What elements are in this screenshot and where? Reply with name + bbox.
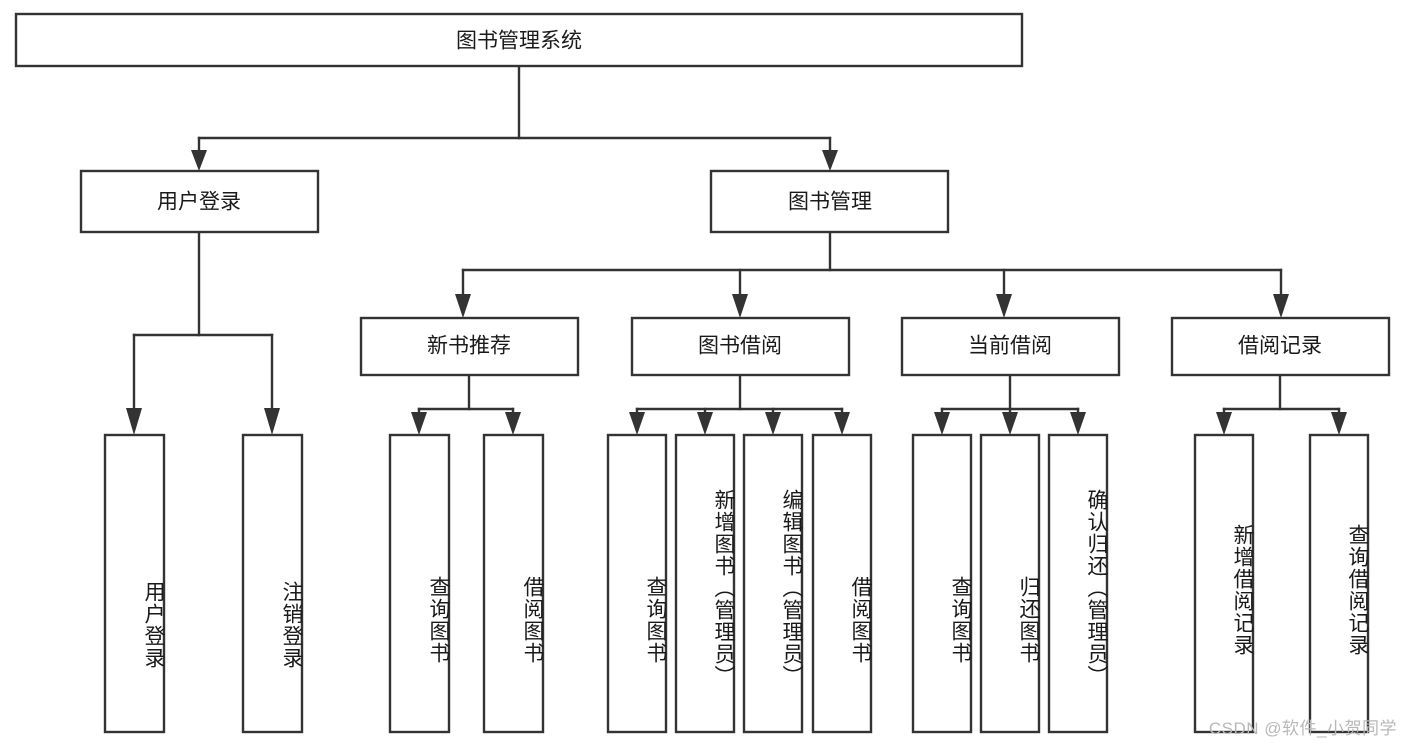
node-leaf-return-book[interactable] <box>979 433 1041 734</box>
node-leaf-add-record[interactable] <box>1193 433 1255 734</box>
arrowhead-leaf-query-book-3 <box>934 412 950 435</box>
arrowhead-user-login <box>191 150 207 171</box>
node-user-login[interactable] <box>79 169 320 234</box>
csdn-watermark: CSDN @软件_小贺同学 <box>1208 719 1397 738</box>
arrowhead-leaf-user-login <box>126 408 142 435</box>
node-leaf-query-record[interactable] <box>1308 433 1370 734</box>
arrowhead-leaf-query-book-1 <box>411 412 427 435</box>
arrowhead-book-manage <box>822 150 838 171</box>
node-leaf-borrow-book-2[interactable] <box>811 433 873 734</box>
arrowhead-leaf-confirm-return <box>1070 412 1086 435</box>
node-root[interactable] <box>14 12 1024 68</box>
node-new-book-rec[interactable] <box>359 316 580 377</box>
node-user-login-label: 用户登录 <box>157 191 241 214</box>
node-new-book-rec-label: 新书推荐 <box>427 335 511 358</box>
arrowhead-leaf-query-record <box>1331 412 1347 435</box>
arrowhead-leaf-edit-book <box>765 412 781 435</box>
arrowhead-book-borrow <box>732 294 748 318</box>
arrowhead-leaf-add-record <box>1216 412 1232 435</box>
node-leaf-borrow-book-1[interactable] <box>482 433 545 734</box>
node-root-label: 图书管理系统 <box>456 30 582 53</box>
node-borrow-record[interactable] <box>1170 316 1391 377</box>
node-leaf-add-book[interactable] <box>674 433 736 734</box>
node-borrow-record-label: 借阅记录 <box>1238 335 1322 358</box>
arrowhead-leaf-query-book-2 <box>629 412 645 435</box>
node-layer: 图书管理系统 用户登录 图书管理 新书推荐 图书借阅 当前借阅 借阅记录 <box>14 12 1391 734</box>
arrowhead-leaf-logout <box>264 408 280 435</box>
node-leaf-logout[interactable] <box>241 433 304 734</box>
node-leaf-confirm-return[interactable] <box>1047 433 1109 734</box>
node-book-borrow-label: 图书借阅 <box>698 335 782 358</box>
node-current-borrow-label: 当前借阅 <box>968 335 1052 358</box>
arrowhead-leaf-add-book <box>697 412 713 435</box>
connector-layer <box>126 64 1347 435</box>
node-book-borrow[interactable] <box>630 316 851 377</box>
arrowhead-borrow-record <box>1273 294 1289 318</box>
node-leaf-user-login[interactable] <box>103 433 166 734</box>
node-current-borrow[interactable] <box>900 316 1121 377</box>
node-leaf-query-book-2[interactable] <box>606 433 668 734</box>
node-leaf-query-book-3[interactable] <box>911 433 973 734</box>
arrowhead-leaf-borrow-book-1 <box>505 412 521 435</box>
arrowhead-leaf-borrow-book-2 <box>834 412 850 435</box>
node-leaf-edit-book[interactable] <box>742 433 804 734</box>
node-book-manage-label: 图书管理 <box>788 191 872 214</box>
node-leaf-query-book-1[interactable] <box>388 433 451 734</box>
node-book-manage[interactable] <box>709 169 950 234</box>
arrowhead-new-book-rec <box>455 294 471 318</box>
arrowhead-current-borrow <box>996 294 1012 318</box>
arrowhead-leaf-return-book <box>1002 412 1018 435</box>
